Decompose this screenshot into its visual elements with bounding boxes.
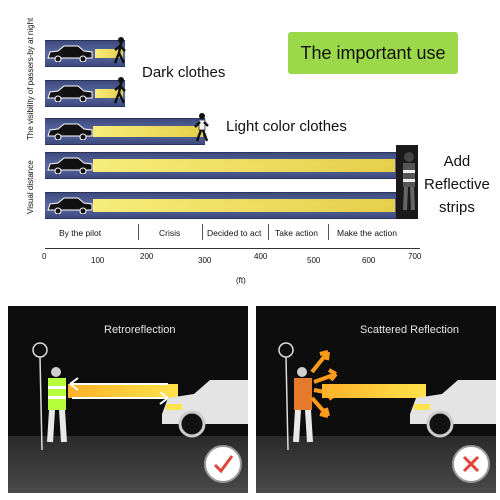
verdict-badge	[452, 445, 490, 483]
stage-divider	[328, 224, 329, 240]
panel-title: Scattered Reflection	[360, 324, 460, 336]
traffic-officer-icon	[278, 342, 313, 451]
stage-divider	[202, 224, 203, 240]
car-icon	[162, 380, 248, 438]
axis-tick-label: 300	[198, 256, 212, 265]
pedestrian-light-icon	[194, 113, 209, 142]
band-row-5	[45, 192, 397, 219]
axis-tick-label: 600	[362, 256, 376, 265]
axis-tick-label: 700	[408, 252, 422, 261]
stage-label: Take action	[275, 228, 318, 238]
headlight-beam	[322, 384, 426, 398]
axis-tick-label: 200	[140, 252, 154, 261]
axis-unit: (ft)	[236, 276, 246, 285]
headlight-beam	[93, 126, 203, 137]
headlight-beam	[95, 49, 123, 58]
stage-divider	[268, 224, 269, 240]
car-icon	[47, 197, 93, 214]
stage-divider	[138, 224, 139, 240]
pedestrian-dark-icon	[113, 37, 126, 64]
axis-tick-label: 100	[91, 256, 105, 265]
y-axis-label-top: The visibility of passers-by at night	[26, 17, 35, 140]
stage-bar: By the pilot Crisis Decided to act Take …	[45, 224, 415, 240]
headlight-beam	[93, 199, 395, 212]
distance-axis-line	[45, 248, 420, 249]
car-icon	[47, 157, 93, 174]
stage-label: Decided to act	[207, 228, 262, 238]
reflection-arrow-icon	[69, 377, 169, 405]
x-mark-icon	[462, 455, 480, 473]
row-label-reflective-strips: Add Reflective strips	[424, 153, 490, 216]
stage-label: Crisis	[159, 228, 181, 238]
panel-title: Retroreflection	[104, 324, 176, 336]
stage-label: By the pilot	[59, 228, 102, 238]
y-axis-label-bottom: Visual distance	[26, 160, 35, 214]
row-label-dark-clothes: Dark clothes	[142, 64, 226, 81]
verdict-badge	[204, 445, 242, 483]
headlight-beam	[95, 89, 123, 98]
pedestrian-reflective-icon	[403, 152, 415, 211]
car-icon	[47, 45, 93, 62]
car-icon	[47, 85, 93, 102]
badge: The important use	[288, 32, 458, 74]
band-row-4	[45, 152, 397, 179]
axis-tick-label: 500	[307, 256, 321, 265]
scatter-arrows-icon	[310, 350, 338, 418]
pedestrian-dark-icon	[113, 77, 126, 104]
car-icon	[47, 123, 93, 140]
scattered-reflection-panel: Scattered Reflection	[256, 306, 496, 493]
retroreflection-panel: Retroreflection	[8, 306, 248, 493]
car-icon	[410, 380, 496, 438]
check-mark-icon	[213, 455, 234, 474]
stage-label: Make the action	[337, 228, 398, 238]
headlight-beam	[93, 159, 395, 172]
row-label-light-color-clothes: Light color clothes	[226, 118, 347, 135]
axis-tick-label: 400	[254, 252, 268, 261]
axis-tick-label: 0	[42, 252, 47, 261]
traffic-officer-icon	[32, 342, 67, 451]
headlight-beam	[68, 384, 178, 398]
